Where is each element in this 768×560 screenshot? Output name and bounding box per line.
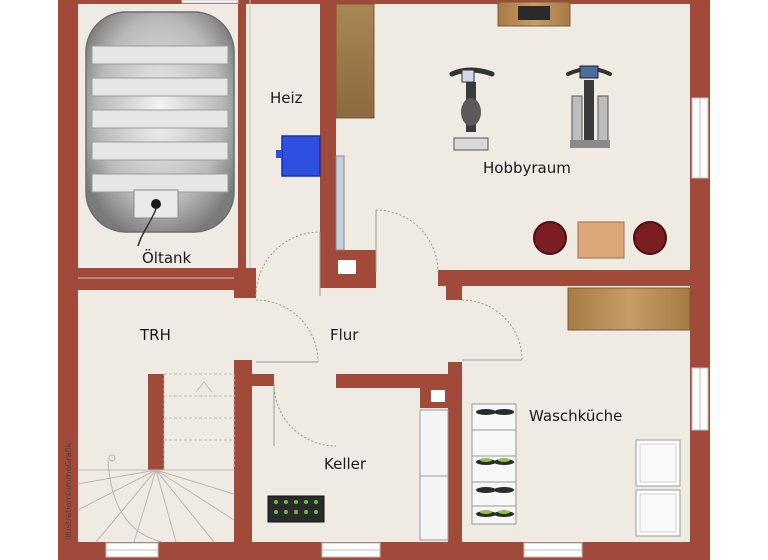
- room-label-oeltank: Öltank: [142, 248, 192, 267]
- illustration-credit: illustration©immoGrafik: [64, 442, 73, 540]
- wall-edges: [78, 0, 251, 279]
- heating-pipe: [335, 155, 345, 251]
- door-leaves: [256, 210, 522, 446]
- room-label-waschkueche: Waschküche: [529, 407, 622, 425]
- shoe-rack: [471, 403, 517, 525]
- dryer-icon: [635, 489, 681, 537]
- keller-shelf: [419, 409, 449, 541]
- wall-shelf: [567, 287, 691, 331]
- wooden-shelf: [335, 3, 375, 119]
- room-label-hobbyraum: Hobbyraum: [483, 159, 571, 177]
- room-label-flur: Flur: [330, 326, 359, 344]
- dining-set: [533, 221, 667, 259]
- room-label-trh: TRH: [139, 326, 171, 344]
- staircase: [77, 373, 235, 543]
- windows: [105, 0, 709, 558]
- washing-machine-icon: [635, 439, 681, 487]
- exercise-bike-icon: [449, 67, 495, 151]
- window-top-tank: [181, 0, 239, 4]
- chair-right-icon: [633, 221, 667, 255]
- elliptical-trainer-icon: [566, 65, 612, 148]
- room-label-keller: Keller: [324, 455, 367, 473]
- heating-boiler: [276, 135, 321, 177]
- tv-sideboard: [497, 1, 571, 27]
- room-label-heiz: Heiz: [270, 89, 303, 107]
- oil-tank: [85, 11, 235, 247]
- door-swings: [255, 209, 523, 447]
- wine-rack: [267, 495, 325, 523]
- chair-left-icon: [533, 221, 567, 255]
